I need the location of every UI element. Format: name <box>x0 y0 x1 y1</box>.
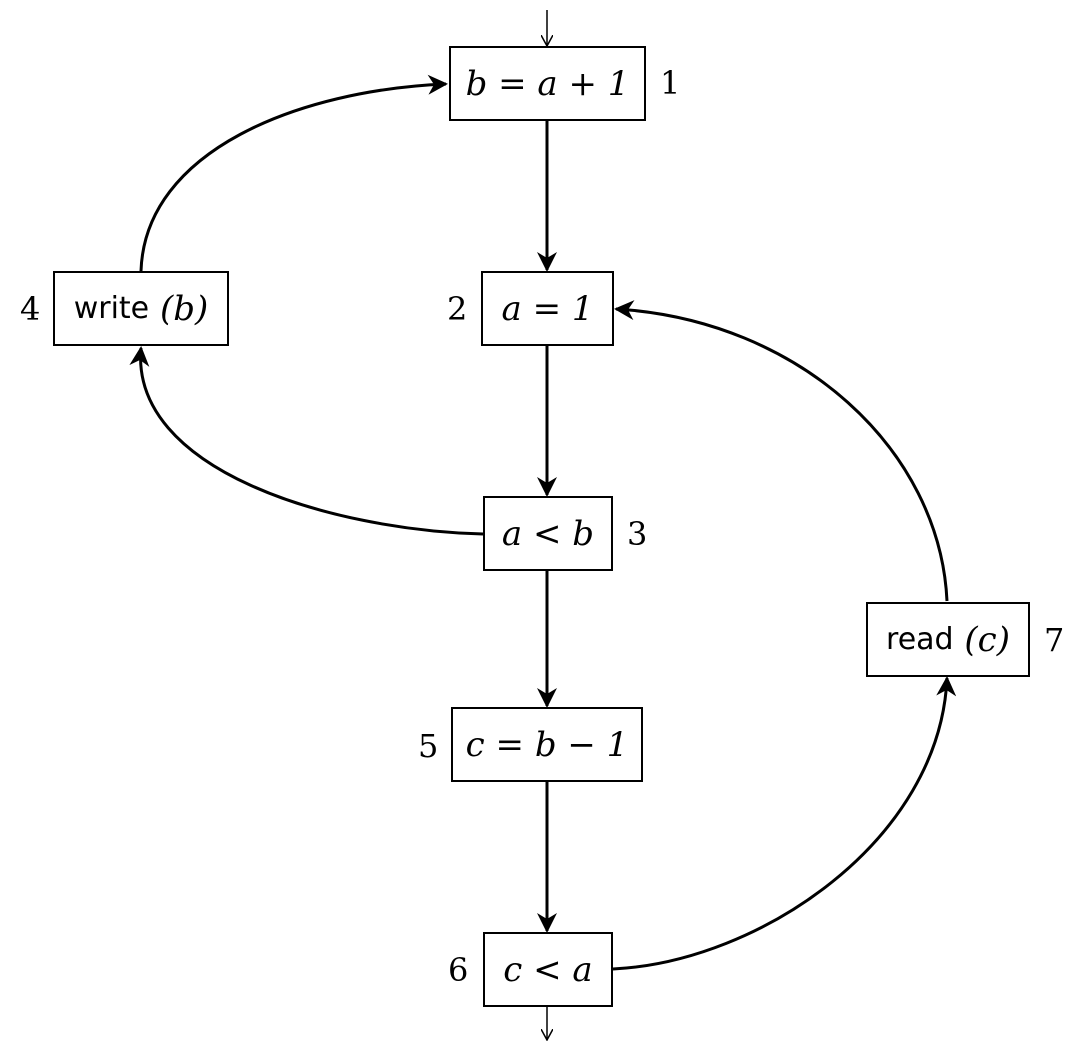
node-1-number: 1 <box>660 64 681 102</box>
node-5-box: c = b − 1 <box>451 707 643 782</box>
node-2-number: 2 <box>447 290 468 328</box>
node-7-box: read (c) <box>866 602 1030 677</box>
edge-7-2 <box>614 300 949 602</box>
node-7-keyword: read <box>886 622 954 657</box>
node-3-box: a < b <box>483 496 613 571</box>
node-7-number: 7 <box>1044 621 1065 659</box>
node-5-label: c = b − 1 <box>465 724 629 765</box>
node-6-number: 6 <box>448 951 469 989</box>
node-6-box: c < a <box>483 932 613 1007</box>
node-4-number: 4 <box>20 290 41 328</box>
node-7-arg: (c) <box>964 619 1010 660</box>
edge-4-1 <box>139 74 448 272</box>
node-1-label: b = a + 1 <box>465 63 630 104</box>
node-4-arg: (b) <box>159 288 209 329</box>
node-2-label: a = 1 <box>501 288 594 329</box>
node-6-label: c < a <box>503 949 593 990</box>
node-4-keyword: write <box>73 291 150 326</box>
node-1-box: b = a + 1 <box>449 46 646 121</box>
edge-6-7 <box>612 676 957 971</box>
node-2-box: a = 1 <box>481 271 614 346</box>
edge-3-4 <box>129 346 484 536</box>
node-4-box: write (b) <box>53 271 229 346</box>
node-3-label: a < b <box>501 513 595 554</box>
node-5-number: 5 <box>418 727 439 765</box>
node-3-number: 3 <box>627 515 648 553</box>
